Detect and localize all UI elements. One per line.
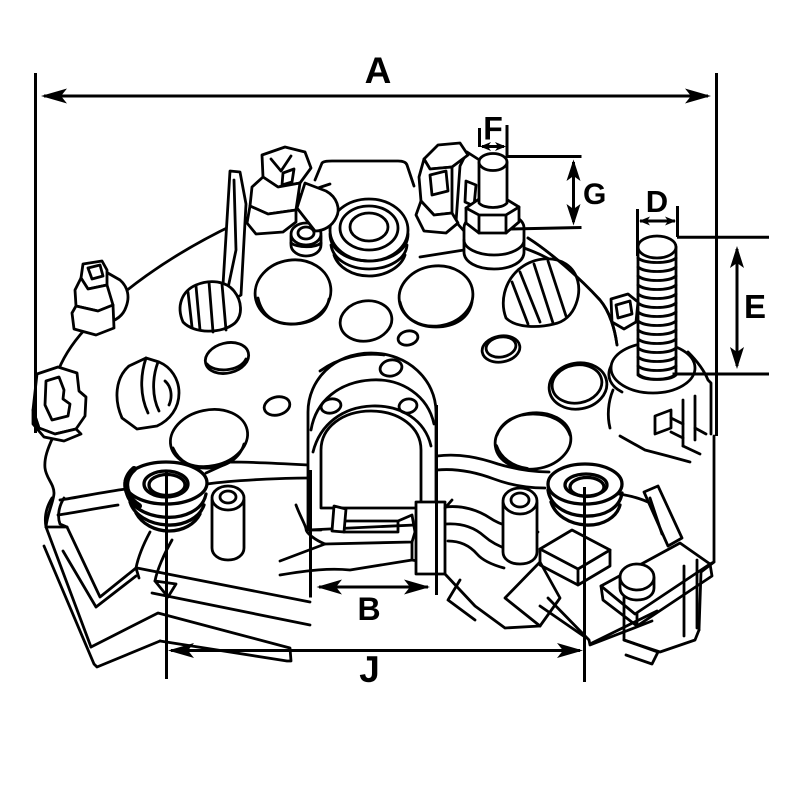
- svg-text:B: B: [357, 591, 380, 627]
- svg-text:E: E: [744, 288, 766, 325]
- svg-text:F: F: [483, 111, 503, 147]
- svg-text:A: A: [365, 50, 392, 91]
- svg-text:G: G: [583, 178, 606, 211]
- svg-text:J: J: [359, 649, 380, 690]
- svg-text:D: D: [646, 184, 668, 219]
